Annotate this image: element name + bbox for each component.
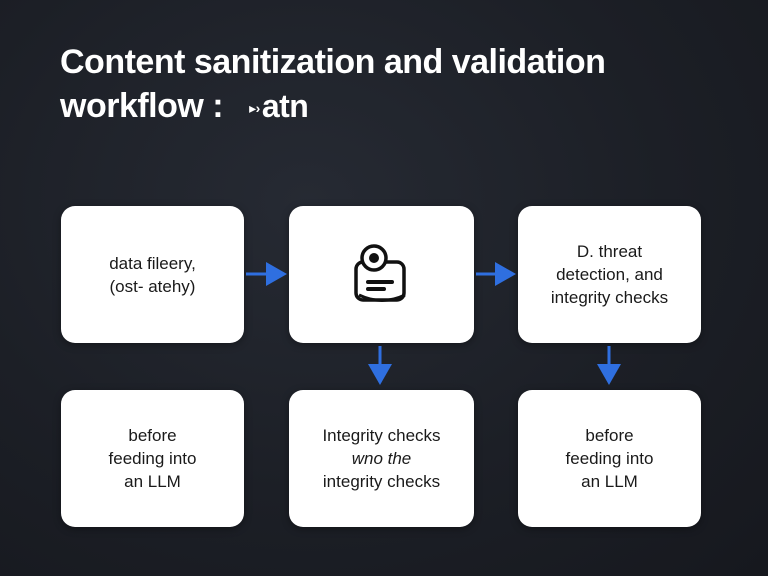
step-card-6-text: before feeding into an LLM	[566, 424, 654, 493]
step-card-5-text: Integrity checks wno the integrity check…	[322, 424, 440, 493]
step-card-5: Integrity checks wno the integrity check…	[289, 390, 474, 527]
step-card-5-line-1: Integrity checks	[322, 426, 441, 445]
title-line-1: Content sanitization and validation	[60, 43, 606, 81]
step-card-3-line-3: integrity checks	[550, 288, 669, 307]
title-line-2: workflow : ▸›atn	[60, 84, 740, 130]
step-card-6: before feeding into an LLM	[518, 390, 701, 527]
step-card-1-line-2: (ost- atehy)	[109, 276, 196, 296]
step-card-4: before feeding into an LLM	[61, 390, 244, 527]
step-card-6-line-2: feeding into	[565, 449, 654, 468]
document-lock-icon	[353, 243, 406, 302]
step-card-5-line-3: integrity checks	[322, 472, 441, 491]
step-card-1-text: data fileery, (ost- atehy)	[109, 252, 196, 298]
step-card-4-text: before feeding into an LLM	[109, 424, 197, 493]
title-workflow-text: workflow :	[60, 87, 224, 125]
step-card-4-line-1: before	[128, 426, 177, 445]
step-card-3: D. threat detection, and integrity check…	[518, 206, 701, 343]
step-card-2	[289, 206, 474, 343]
step-card-4-line-2: feeding into	[108, 449, 197, 468]
step-card-6-line-1: before	[585, 426, 634, 445]
title-marker: ▸›	[249, 100, 260, 117]
title-suffix: atn	[261, 88, 309, 124]
step-card-6-line-3: an LLM	[581, 472, 638, 491]
step-card-4-line-3: an LLM	[124, 472, 181, 491]
step-card-3-line-2: detection, and	[556, 265, 663, 284]
diagram-title: Content sanitization and validation work…	[60, 40, 740, 130]
step-card-3-text: D. threat detection, and integrity check…	[551, 240, 668, 309]
step-card-5-line-2: wno the	[351, 449, 412, 468]
step-card-1-line-1: data fileery,	[109, 253, 196, 273]
step-card-1: data fileery, (ost- atehy)	[61, 206, 244, 343]
step-card-3-line-1: D. threat	[576, 242, 643, 261]
